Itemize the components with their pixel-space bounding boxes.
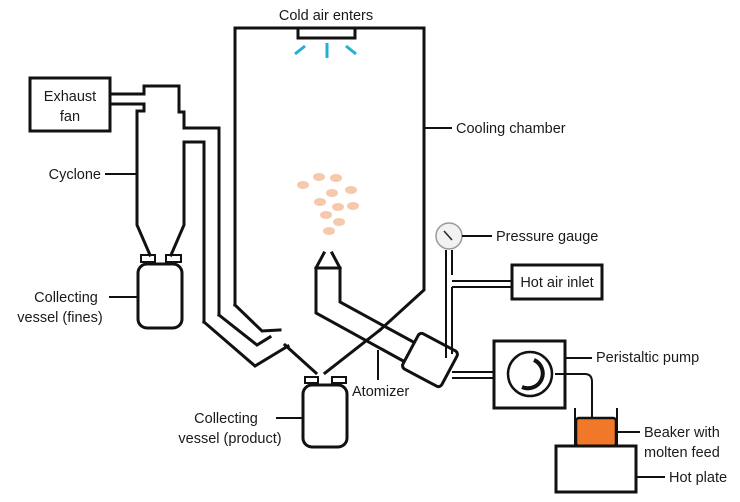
collecting-vessel-fines: Collecting vessel (fines) bbox=[17, 254, 184, 330]
gauge-needle bbox=[443, 230, 453, 241]
exhaust-fan-label-line1: Exhaust bbox=[44, 89, 96, 105]
beaker-label-line2: molten feed bbox=[644, 445, 720, 461]
cold-air-vent bbox=[296, 26, 357, 40]
rotation-arrow-icon bbox=[521, 358, 545, 391]
peristaltic-pump: Peristaltic pump bbox=[492, 339, 699, 433]
cold-air-inlet: Cold air enters bbox=[279, 8, 373, 58]
atomizer-label: Atomizer bbox=[352, 384, 409, 400]
pressure-gauge-label: Pressure gauge bbox=[496, 229, 598, 245]
cold-air-rays bbox=[294, 43, 357, 58]
pressure-gauge: Pressure gauge bbox=[435, 222, 598, 250]
fines-vessel-label-line2: vessel (fines) bbox=[17, 310, 102, 326]
collecting-vessel-product: Collecting vessel (product) bbox=[178, 376, 349, 449]
exhaust-fan-box bbox=[28, 76, 112, 133]
fines-vessel-body bbox=[136, 262, 184, 330]
hot-air-line: Hot air inlet bbox=[445, 250, 604, 358]
exhaust-fan: Exhaust fan bbox=[28, 76, 112, 133]
droplets bbox=[297, 173, 359, 235]
product-vessel-body bbox=[301, 383, 349, 449]
cyclone: Cyclone bbox=[49, 84, 221, 324]
cooling-chamber-label: Cooling chamber bbox=[456, 121, 566, 137]
atomizer-body bbox=[401, 331, 459, 389]
beaker-label-line1: Beaker with bbox=[644, 425, 720, 441]
fines-vessel-label-line1: Collecting bbox=[34, 290, 98, 306]
hot-plate-body bbox=[554, 444, 638, 494]
feed-tube bbox=[452, 371, 500, 379]
hot-plate: Hot plate bbox=[554, 444, 727, 494]
hot-air-inlet-label: Hot air inlet bbox=[520, 275, 593, 291]
hot-air-inlet-box bbox=[510, 263, 604, 301]
hot-plate-label: Hot plate bbox=[669, 470, 727, 486]
cold-air-label: Cold air enters bbox=[279, 8, 373, 24]
peristaltic-pump-label: Peristaltic pump bbox=[596, 350, 699, 366]
product-vessel-label-line1: Collecting bbox=[194, 411, 258, 427]
exhaust-fan-label-line2: fan bbox=[60, 109, 80, 125]
molten-feed bbox=[574, 416, 618, 448]
atomizer: Atomizer bbox=[313, 250, 459, 400]
cyclone-label: Cyclone bbox=[49, 167, 101, 183]
beaker: Beaker with molten feed bbox=[574, 408, 720, 461]
transfer-duct bbox=[201, 302, 319, 376]
product-vessel-label-line2: vessel (product) bbox=[178, 431, 281, 447]
